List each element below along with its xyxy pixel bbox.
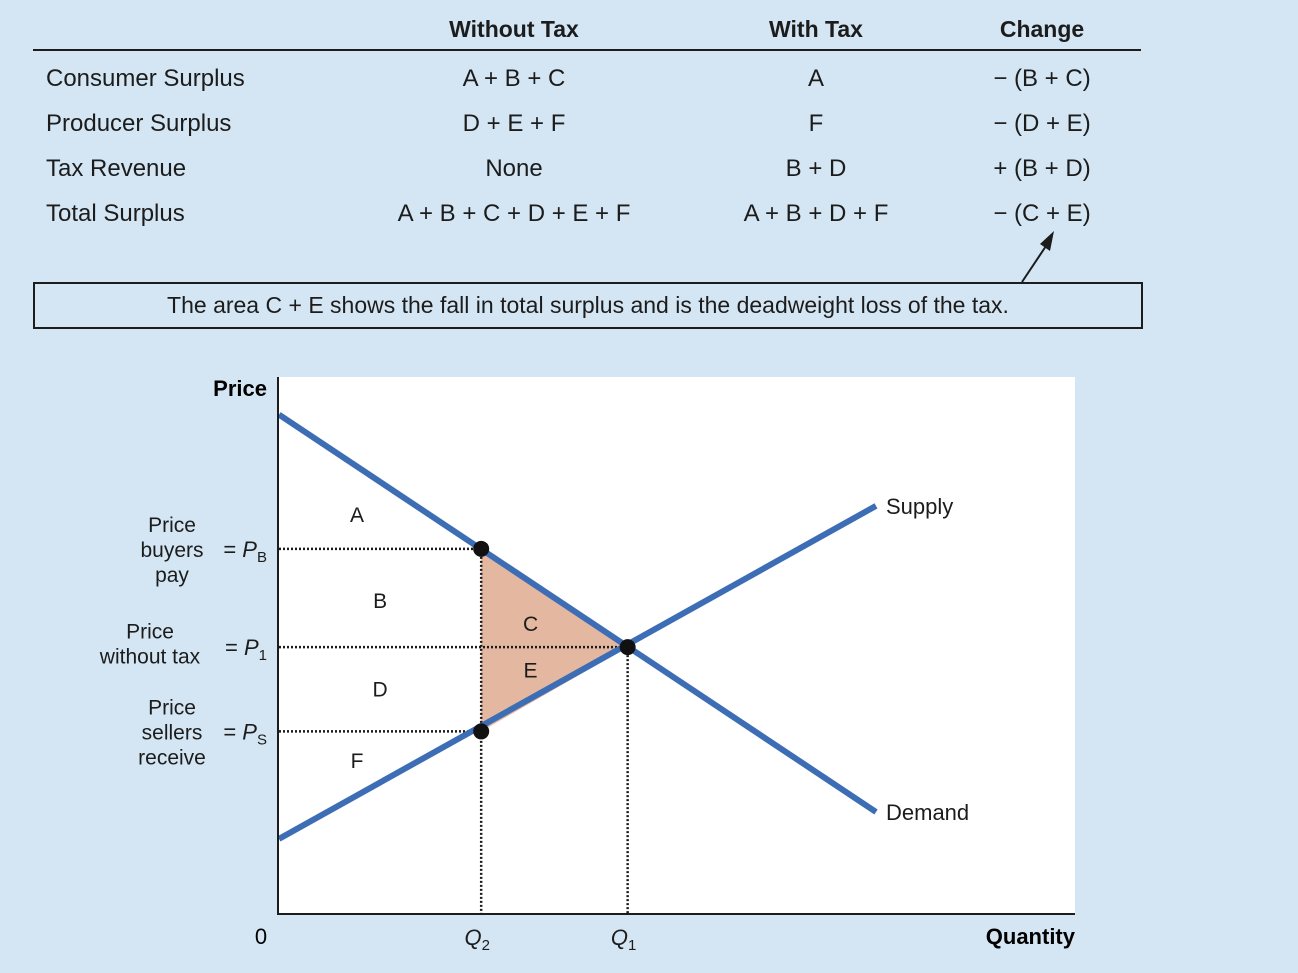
x-tick-label: Q2 (464, 925, 489, 954)
supply-curve (277, 503, 878, 842)
y-tick-description: Price (148, 696, 196, 719)
region-label-e: E (524, 660, 538, 683)
y-tick-description: receive (138, 746, 206, 769)
demand-label: Demand (886, 800, 969, 825)
y-tick-label: = PB (223, 537, 267, 566)
y-tick-description: sellers (142, 721, 203, 744)
header-change: Change (999, 16, 1085, 42)
demand-curve (277, 412, 878, 815)
y-tick-description: Price (126, 621, 174, 644)
row-total-surplus: Total Surplus A + B + C + D + E + F A + … (0, 200, 1298, 234)
plot-area (279, 377, 1075, 914)
y-tick-description: without tax (99, 646, 201, 669)
header-rule (33, 49, 1141, 51)
y-tick-description: buyers (140, 539, 203, 562)
cell-without-tax: D + E + F (462, 110, 566, 137)
surplus-summary-table: Without Tax With Tax Change Consumer Sur… (0, 0, 1298, 250)
cell-without-tax: A + B + C + D + E + F (397, 200, 631, 227)
cell-with-tax: F (808, 110, 824, 137)
region-label-c: C (523, 613, 538, 636)
y-axis-label: Price (213, 376, 267, 401)
region-label-a: A (350, 504, 364, 527)
header-without-tax: Without Tax (449, 16, 579, 42)
row-label: Consumer Surplus (46, 65, 245, 92)
y-tick-description: Price (148, 514, 196, 537)
header-with-tax: With Tax (769, 16, 863, 42)
row-label: Producer Surplus (46, 110, 232, 137)
region-label-d: D (373, 678, 388, 701)
cell-without-tax: None (485, 155, 543, 182)
region-label-f: F (351, 750, 364, 773)
row-producer-surplus: Producer Surplus D + E + F F − (D + E) (0, 110, 1298, 144)
cell-without-tax: A + B + C (462, 65, 566, 92)
x-axis-label: Quantity (986, 924, 1076, 949)
x-tick-label: Q1 (611, 925, 636, 954)
equilibrium-point (619, 639, 636, 656)
cell-change: − (B + C) (993, 65, 1091, 92)
y-tick-description: pay (155, 564, 189, 587)
row-tax-revenue: Tax Revenue None B + D + (B + D) (0, 155, 1298, 189)
cell-change: − (C + E) (993, 200, 1091, 227)
supply-label: Supply (886, 494, 953, 519)
sellers-point (473, 723, 490, 740)
row-label: Tax Revenue (46, 155, 187, 182)
origin-label: 0 (255, 924, 267, 949)
buyers-point (473, 540, 490, 557)
cell-change: + (B + D) (993, 155, 1091, 182)
region-label-b: B (373, 590, 387, 613)
cell-with-tax: B + D (785, 155, 847, 182)
callout-arrow (1021, 231, 1054, 283)
y-tick-label: = PS (223, 719, 267, 748)
callout-text: The area C + E shows the fall in total s… (167, 292, 1009, 318)
cell-change: − (D + E) (993, 110, 1091, 137)
y-tick-label: = P1 (225, 635, 267, 664)
deadweight-loss-callout: The area C + E shows the fall in total s… (33, 282, 1143, 329)
cell-with-tax: A (807, 65, 825, 92)
row-consumer-surplus: Consumer Surplus A + B + C A − (B + C) (0, 65, 1298, 99)
cell-with-tax: A + B + D + F (743, 200, 889, 227)
deadweight-loss-area (481, 548, 628, 732)
row-label: Total Surplus (46, 200, 185, 227)
